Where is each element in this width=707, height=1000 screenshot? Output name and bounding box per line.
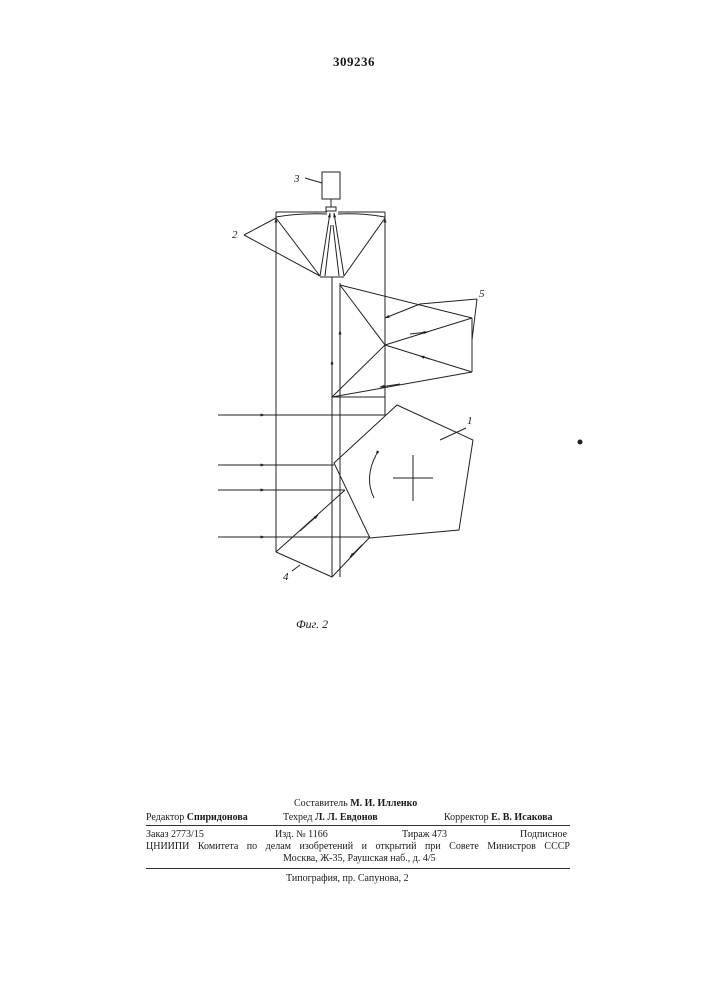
editor-line: Редактор Спиридонова — [146, 812, 248, 824]
organization-line: ЦНИИПИ Комитета по делам изобретений и о… — [146, 841, 570, 853]
tech-editor-line: Техред Л. Л. Евдонов — [283, 812, 378, 824]
ink-speck — [578, 440, 583, 445]
mirror-arc-right — [338, 214, 385, 217]
printing-house: Типография, пр. Сапунова, 2 — [286, 873, 409, 885]
reflector-4 — [276, 537, 370, 577]
label-1: 1 — [467, 415, 473, 427]
subscription: Подписное — [520, 829, 567, 841]
figure-caption: Фиг. 2 — [296, 617, 328, 632]
mirror-arc-left — [276, 214, 327, 217]
rotating-polygon — [334, 405, 473, 538]
proofreader-line: Корректор Е. В. Исакова — [444, 812, 553, 824]
label-5: 5 — [479, 288, 485, 300]
detector-body — [322, 172, 340, 199]
label-4: 4 — [283, 571, 289, 583]
detector-aperture — [326, 207, 336, 211]
imprint-top-rule — [146, 825, 570, 826]
circulation: Тираж 473 — [402, 829, 447, 841]
order-number: Заказ 2773/15 — [146, 829, 204, 841]
label-3: 3 — [293, 173, 300, 185]
imprint-bottom-rule — [146, 868, 570, 869]
edition-number: Изд. № 1166 — [275, 829, 328, 841]
address-line: Москва, Ж-35, Раушская наб., д. 4/5 — [283, 853, 436, 865]
label-2: 2 — [232, 229, 238, 241]
compiler-line: Составитель М. И. Илленко — [294, 798, 417, 810]
rotation-arrow — [369, 455, 376, 498]
